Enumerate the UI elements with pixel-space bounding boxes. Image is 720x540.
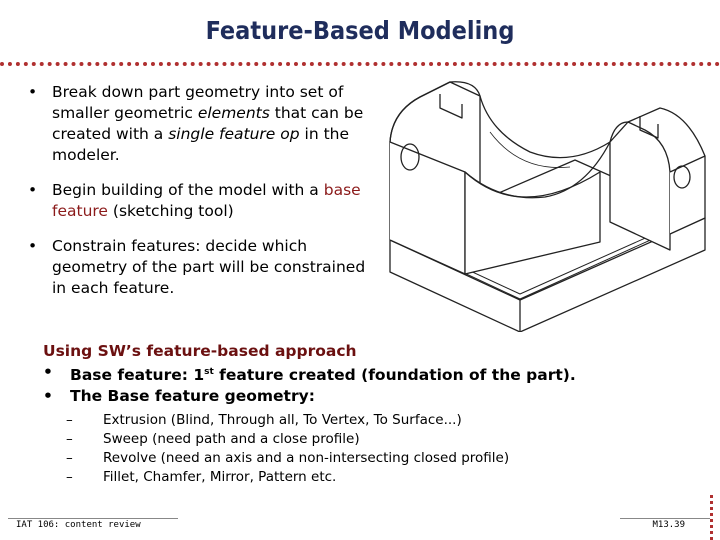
footer-rule-right	[620, 518, 710, 519]
list-item-text: Revolve (need an axis and a non-intersec…	[103, 450, 510, 467]
dash-glyph: –	[66, 469, 73, 486]
approach-item: • The Base feature geometry:	[43, 386, 683, 407]
bullet-text: Begin building of the model with a	[52, 181, 324, 199]
approach-item: • Base feature: 1st feature created (fou…	[43, 362, 683, 386]
title-dotted-rule	[0, 62, 720, 66]
bullet-glyph: •	[28, 237, 38, 255]
bullet-emphasis: single feature op	[168, 125, 300, 143]
superscript: st	[204, 367, 214, 377]
slide-title: Feature-Based Modeling	[205, 16, 515, 45]
bullet-glyph: •	[43, 363, 53, 381]
list-item: – Extrusion (Blind, Through all, To Verte…	[43, 411, 683, 430]
dash-glyph: –	[66, 431, 73, 448]
list-item-text: Fillet, Chamfer, Mirror, Pattern etc.	[103, 469, 337, 486]
footer-slide-number: M13.39	[652, 520, 685, 530]
list-item: – Fillet, Chamfer, Mirror, Pattern etc.	[43, 468, 683, 487]
list-item-text: Extrusion (Blind, Through all, To Vertex…	[103, 412, 462, 429]
bullet-glyph: •	[28, 181, 38, 199]
list-item: – Revolve (need an axis and a non-interse…	[43, 449, 683, 468]
bullet-item: • Constrain features: decide which geome…	[28, 236, 373, 299]
bullet-glyph: •	[28, 83, 38, 101]
footer-rule-left	[8, 518, 178, 519]
bullet-text: (sketching tool)	[107, 202, 234, 220]
bullet-text: Break down part geometry into set of sma…	[52, 83, 344, 122]
list-item-text: Sweep (need path and a close profile)	[103, 431, 360, 448]
approach-heading: Using SW’s feature-based approach	[43, 342, 357, 360]
bullet-list: • Break down part geometry into set of s…	[28, 82, 373, 313]
bullet-glyph: •	[43, 387, 53, 406]
bullet-item: • Begin building of the model with a bas…	[28, 180, 373, 222]
bullet-text: Constrain features: decide which geometr…	[52, 237, 366, 297]
bullet-emphasis: elements	[197, 104, 270, 122]
footer-course-label: IAT 106: content review	[16, 520, 141, 530]
approach-text: Base feature: 1	[70, 366, 205, 385]
dash-glyph: –	[66, 412, 73, 429]
bullet-item: • Break down part geometry into set of s…	[28, 82, 373, 166]
approach-section: Using SW’s feature-based approach • Base…	[43, 341, 683, 487]
bullet-text: in the modeler.	[52, 125, 350, 164]
base-feature-geometry-list: – Extrusion (Blind, Through all, To Verte…	[43, 411, 683, 487]
approach-text: The Base feature geometry:	[70, 387, 315, 406]
bullet-highlight: base feature	[52, 181, 361, 220]
bullet-text: that can be created with a	[52, 104, 364, 143]
corner-dotted-rule	[710, 495, 713, 540]
isometric-part-drawing	[389, 81, 706, 332]
approach-text: feature created (foundation of the part)…	[213, 366, 576, 385]
dash-glyph: –	[66, 450, 73, 467]
list-item: – Sweep (need path and a close profile)	[43, 430, 683, 449]
